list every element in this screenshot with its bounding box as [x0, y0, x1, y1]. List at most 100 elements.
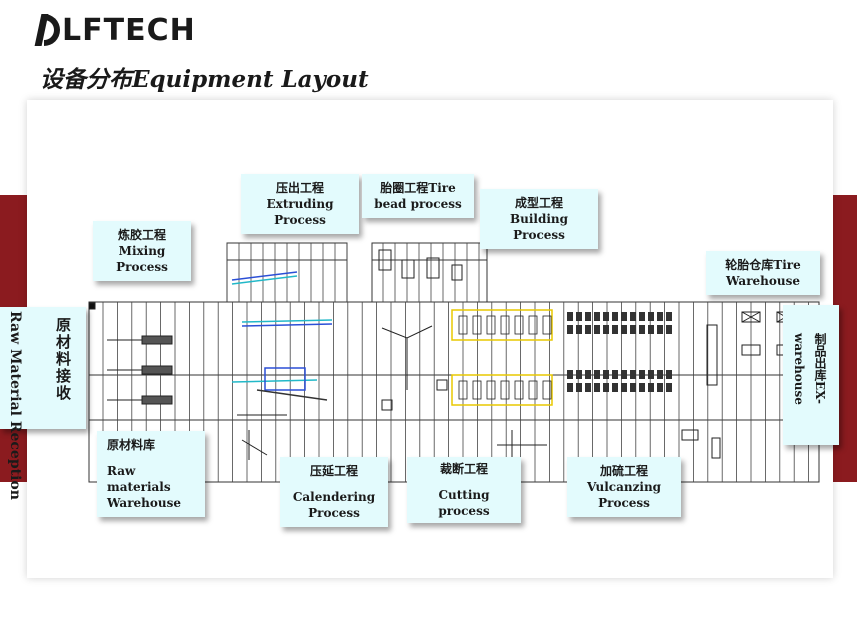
label-raw-materials-warehouse: 原材料库 Raw materials Warehouse: [97, 431, 205, 517]
vulcanizing-en1: Vulcanzing: [586, 480, 662, 494]
calendering-en1: Calendering: [292, 490, 376, 504]
press-unit: [594, 383, 600, 392]
press-unit: [666, 370, 672, 379]
press-unit: [639, 325, 645, 334]
press-unit: [612, 325, 618, 334]
press-unit: [612, 370, 618, 379]
press-unit: [612, 383, 618, 392]
raw-wh-en1: Raw: [107, 464, 136, 478]
vulcanizing-en2: Process: [598, 496, 650, 510]
building-conveyors: [451, 309, 553, 406]
calendering-en2: Process: [308, 506, 360, 520]
extruding-en1: Extruding: [266, 197, 334, 211]
press-unit: [648, 383, 654, 392]
press-unit: [621, 370, 627, 379]
raw-wh-en2: materials: [107, 480, 171, 494]
label-ex-warehouse: 制品出库EX- warehouse: [783, 305, 839, 445]
tire-wh-line1: 轮胎仓库Tire: [725, 258, 801, 272]
logo-mark-icon: [34, 14, 60, 46]
cutting-en2: process: [438, 504, 490, 518]
mixing-cn: 炼胶工程: [117, 228, 166, 242]
raw-reception-cn: 原材料接收: [54, 317, 72, 402]
building-en1: Building: [509, 212, 569, 226]
press-unit: [585, 325, 591, 334]
press-unit: [639, 383, 645, 392]
press-unit: [567, 370, 573, 379]
press-unit: [585, 312, 591, 321]
building-cn: 成型工程: [514, 196, 563, 210]
press-unit: [630, 312, 636, 321]
mixing-equipment: [88, 302, 173, 445]
press-unit: [576, 383, 582, 392]
press-unit: [630, 383, 636, 392]
press-unit: [666, 312, 672, 321]
press-unit: [576, 370, 582, 379]
building-machine: [472, 315, 482, 335]
building-machine: [500, 315, 510, 335]
press-unit: [630, 325, 636, 334]
label-calendering-process: 压延工程 Calendering Process: [280, 457, 388, 527]
raw-wh-cn: 原材料库: [107, 438, 156, 452]
raw-reception-en: Raw Material Reception: [7, 311, 23, 500]
tire-warehouse-equipment: [681, 311, 796, 459]
label-tire-bead-process: 胎圈工程Tire bead process: [362, 174, 474, 218]
extruding-en2: Process: [274, 213, 326, 227]
extruding-cn: 压出工程: [275, 181, 324, 195]
press-unit: [648, 312, 654, 321]
press-unit: [621, 383, 627, 392]
cutting-en1: Cutting: [438, 488, 490, 502]
logo-text: LFTECH: [62, 12, 196, 48]
press-unit: [648, 370, 654, 379]
bead-line1: 胎圈工程Tire: [380, 181, 456, 195]
press-unit: [585, 370, 591, 379]
building-machine: [486, 380, 496, 400]
label-raw-material-reception: 原材料接收 Raw Material Reception: [0, 307, 86, 500]
label-building-process: 成型工程 Building Process: [480, 189, 598, 249]
press-unit: [639, 312, 645, 321]
press-unit: [567, 312, 573, 321]
press-unit: [621, 312, 627, 321]
structural-columns: [102, 302, 809, 482]
press-unit: [621, 325, 627, 334]
vulcanizing-cn: 加硫工程: [599, 464, 648, 478]
press-unit: [666, 325, 672, 334]
building-en2: Process: [513, 228, 565, 242]
press-unit: [666, 383, 672, 392]
bead-annex: [371, 242, 488, 302]
label-mixing-process: 炼胶工程 Mixing Process: [93, 221, 191, 281]
press-unit: [594, 370, 600, 379]
press-unit: [576, 312, 582, 321]
press-unit: [657, 325, 663, 334]
bead-line2: bead process: [374, 197, 462, 211]
calendering-equipment: [237, 414, 287, 460]
ex-wh-en: warehouse: [792, 333, 806, 405]
building-machine: [528, 380, 538, 400]
press-unit: [648, 325, 654, 334]
ex-wh-cn: 制品出库EX-: [813, 333, 827, 405]
tire-wh-line2: Warehouse: [725, 274, 800, 288]
press-unit: [603, 312, 609, 321]
press-unit: [594, 312, 600, 321]
press-unit: [567, 325, 573, 334]
label-vulcanizing-process: 加硫工程 Vulcanzing Process: [567, 457, 681, 517]
press-unit: [657, 383, 663, 392]
vulcanizing-presses: [567, 312, 672, 392]
annex-columns: [226, 243, 480, 302]
building-machine: [486, 315, 496, 335]
building-machine: [542, 380, 552, 400]
factory-floor-plan: [88, 242, 820, 483]
calendering-cn: 压延工程: [309, 464, 358, 478]
label-extruding-process: 压出工程 Extruding Process: [241, 174, 359, 234]
press-unit: [603, 325, 609, 334]
building-machine: [514, 315, 524, 335]
building-conveyor: [451, 374, 553, 406]
page-title: 设备分布Equipment Layout: [40, 66, 369, 93]
building-machine: [458, 315, 468, 335]
raw-wh-en3: Warehouse: [107, 496, 182, 510]
label-tire-warehouse: 轮胎仓库Tire Warehouse: [706, 251, 820, 295]
bead-equipment: [378, 249, 463, 411]
mixing-en1: Mixing: [118, 244, 166, 258]
cutting-cn: 裁断工程: [439, 462, 488, 476]
cutting-equipment: [497, 430, 547, 460]
press-unit: [630, 370, 636, 379]
